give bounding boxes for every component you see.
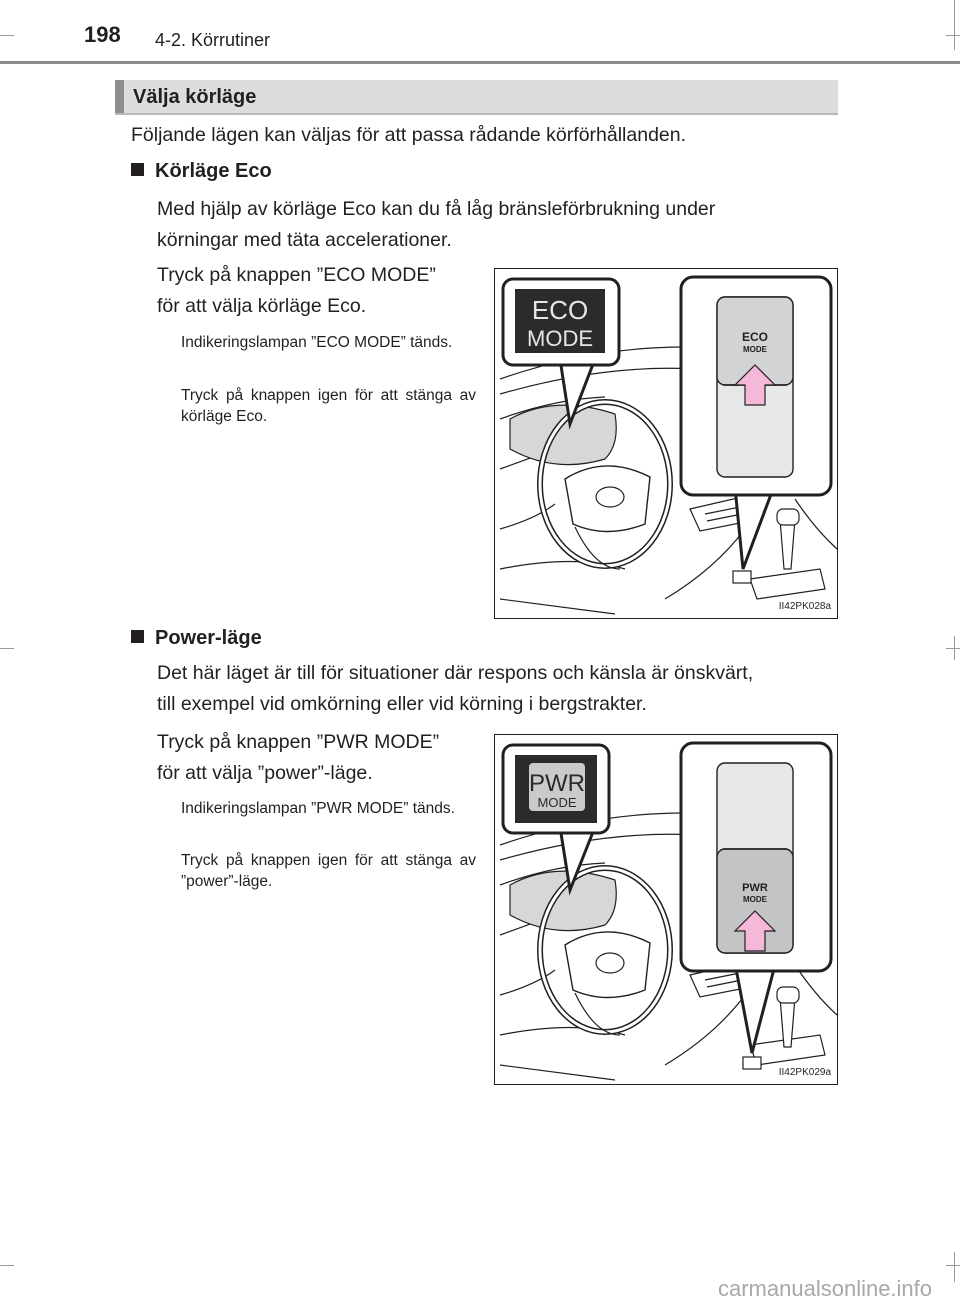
bullet-square-icon	[131, 630, 144, 643]
eco-body-line: körningar med täta accelerationer.	[157, 229, 452, 251]
gear-shift-illustration	[779, 996, 796, 1048]
button-text-bottom: MODE	[743, 345, 768, 354]
eco-step-line: Tryck på knappen ”ECO MODE”	[157, 264, 436, 286]
figure-id: II42PK028a	[778, 601, 831, 612]
eco-body: Med hjälp av körläge Eco kan du få låg b…	[157, 194, 831, 256]
power-note-2: Tryck på knappen igen för att stänga av …	[181, 852, 476, 890]
footer-watermark[interactable]: carmanualsonline.info	[718, 1276, 933, 1301]
power-figure: PWR MODE PWR MODE II42PK029a	[494, 734, 838, 1085]
section-stripe	[115, 80, 124, 113]
dashboard-illustration: PWR MODE PWR MODE	[499, 741, 838, 1081]
eco-indicator-lamp	[515, 289, 605, 353]
meter-cluster	[509, 870, 617, 932]
eco-heading: Körläge Eco	[131, 160, 272, 183]
eco-note-2: Tryck på knappen igen för att stänga av …	[181, 387, 476, 425]
chapter-title: 4-2. Körrutiner	[155, 30, 271, 50]
power-step-line: Tryck på knappen ”PWR MODE”	[157, 731, 440, 753]
indicator-text-bottom: MODE	[527, 326, 593, 351]
crop-mark	[0, 648, 14, 649]
page-number: 198	[84, 22, 121, 47]
crop-mark	[0, 1265, 14, 1266]
mode-switch-location	[742, 1056, 762, 1070]
section-header: Välja körläge	[115, 80, 838, 115]
mode-switch-location	[732, 570, 752, 584]
power-body: Det här läget är till för situationer dä…	[157, 658, 831, 720]
power-step-line: för att välja ”power”-läge.	[157, 762, 373, 784]
button-text-top: ECO	[742, 330, 768, 344]
indicator-text-bottom: MODE	[538, 795, 577, 810]
arrow-up-icon	[733, 910, 777, 952]
bullet-square-icon	[131, 163, 144, 176]
eco-heading-label: Körläge Eco	[155, 160, 272, 182]
crop-mark	[954, 636, 955, 660]
power-note-1: Indikeringslampan ”PWR MODE” tänds.	[181, 800, 455, 817]
indicator-text-top: ECO	[532, 295, 588, 325]
gear-shift-illustration	[779, 518, 796, 570]
power-step: Tryck på knappen ”PWR MODE” för att välj…	[157, 727, 477, 789]
eco-body-line: Med hjälp av körläge Eco kan du få låg b…	[157, 198, 716, 220]
meter-cluster	[509, 404, 617, 466]
crop-mark	[954, 0, 955, 50]
header-rule	[0, 61, 960, 64]
crop-mark	[946, 1265, 960, 1266]
dashboard-illustration: ECO MODE ECO MODE	[499, 275, 838, 615]
arrow-up-icon	[733, 364, 777, 406]
eco-figure: ECO MODE ECO MODE II42PK028a	[494, 268, 838, 619]
crop-mark	[0, 35, 14, 36]
section-title: Välja körläge	[133, 86, 257, 108]
crop-mark	[946, 35, 960, 36]
eco-step-line: för att välja körläge Eco.	[157, 295, 367, 317]
eco-step: Tryck på knappen ”ECO MODE” för att välj…	[157, 260, 477, 322]
power-heading-label: Power-läge	[155, 627, 262, 649]
power-heading: Power-läge	[131, 627, 262, 650]
figure-id: II42PK029a	[778, 1067, 831, 1078]
crop-mark	[946, 648, 960, 649]
power-body-line: Det här läget är till för situationer dä…	[157, 662, 754, 684]
button-text-top: PWR	[742, 882, 768, 894]
intro-text: Följande lägen kan väljas för att passa …	[131, 124, 687, 146]
power-body-line: till exempel vid omkörning eller vid kör…	[157, 693, 647, 715]
indicator-text-top: PWR	[529, 770, 585, 797]
crop-mark	[954, 1252, 955, 1282]
button-text-bottom: MODE	[743, 895, 768, 904]
eco-note-1: Indikeringslampan ”ECO MODE” tänds.	[181, 334, 453, 351]
